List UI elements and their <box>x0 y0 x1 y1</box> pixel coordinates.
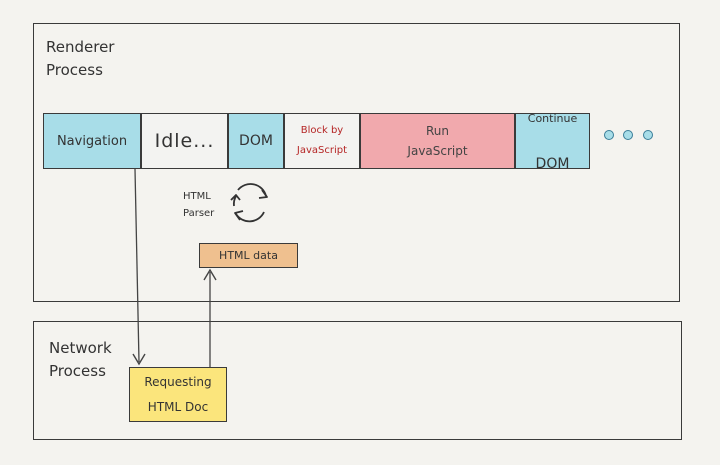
network-process-title: Network Process <box>49 339 112 380</box>
block-by-javascript-segment: Block by JavaScript <box>284 113 360 169</box>
dom-segment: DOM <box>228 113 284 169</box>
ellipsis-dot-icon <box>643 130 653 140</box>
html-data-box: HTML data <box>199 243 298 268</box>
ellipsis-dot-icon <box>604 130 614 140</box>
run-javascript-segment: Run JavaScript <box>360 113 515 169</box>
ellipsis-dot-icon <box>623 130 633 140</box>
request-to-html-data-arrowhead <box>203 268 217 281</box>
network-process-panel <box>33 321 682 440</box>
html-parser-label: HTML Parser <box>183 191 215 219</box>
continue-dom-label: DOM <box>535 155 570 172</box>
navigation-to-request-arrowhead <box>132 353 146 366</box>
renderer-process-panel <box>33 23 680 302</box>
continue-dom-segment: Continue DOM <box>515 112 590 172</box>
navigation-to-request-line <box>134 168 140 363</box>
continue-label: Continue <box>527 111 578 125</box>
renderer-process-title: Renderer Process <box>46 38 115 79</box>
navigation-segment: Navigation <box>43 113 141 169</box>
refresh-cycle-icon <box>230 183 268 223</box>
idle-segment: Idle... <box>141 113 228 169</box>
requesting-html-doc-box: Requesting HTML Doc <box>129 367 227 422</box>
